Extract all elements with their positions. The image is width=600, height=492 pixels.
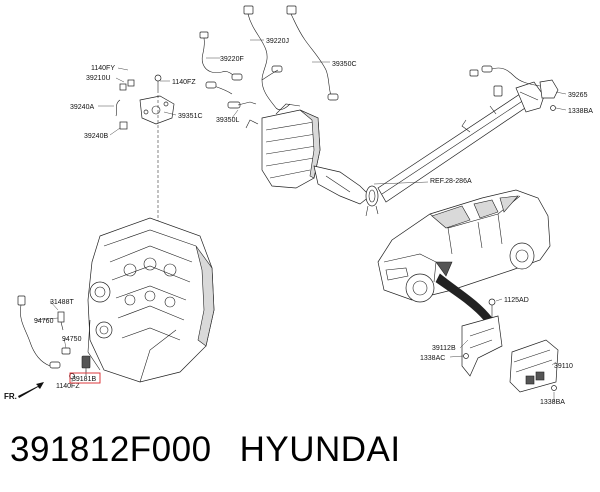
callout-39112B: 39112B [432,345,456,352]
callout-39220J: 39220J [266,38,289,45]
callout-1125AD: 1125AD [504,297,529,304]
callout-94750: 94750 [62,336,82,343]
vehicle-illustration [377,189,551,321]
callout-94760: 94760 [34,318,54,325]
front-label: FR. [4,392,17,401]
callout-39181B: 39181B [72,376,96,383]
bracket-assembly [115,74,175,228]
callout-ref: REF.28-286A [430,178,472,185]
callout-39350C: 39350C [332,61,357,68]
callout-1140FZ-bottom: 1140FZ [56,383,80,390]
callout-39240B: 39240B [84,133,108,140]
brand-name: HYUNDAI [239,430,401,469]
front-arrow-icon [18,382,44,398]
callout-labels: 39220J 39220F 39350C 1140FY 39210U 1140F… [34,38,593,406]
leader-lines [35,39,567,402]
callout-31488T: 31488T [50,299,74,306]
engine-block [87,217,215,383]
callout-1338AC: 1338AC [420,355,445,362]
parts-diagram: 39220J 39220F 39350C 1140FY 39210U 1140F… [4,5,593,406]
ecu-assembly [461,298,559,393]
callout-39265: 39265 [568,92,588,99]
speed-sensor-wire [17,295,91,379]
exhaust-pipe [377,81,545,203]
oxygen-sensor-group-top [199,5,339,110]
callout-1338BA-top: 1338BA [568,108,593,115]
callout-1140FY: 1140FY [91,65,115,72]
callout-39210U: 39210U [86,75,111,82]
part-number: 391812F000 [10,430,212,469]
catalytic-converter [245,103,379,217]
callout-1338BA-bottom: 1338BA [540,399,565,406]
highlight-box [69,372,101,384]
callout-39110: 39110 [554,363,573,370]
callout-39350L: 39350L [216,117,239,124]
front-indicator: FR. [4,382,44,401]
callout-39351C: 39351C [178,113,203,120]
callout-1140FZ-top: 1140FZ [172,79,196,86]
part-caption: 391812F000 HYUNDAI [10,428,590,478]
sensor-39265-group [469,65,559,111]
callout-39220F: 39220F [220,56,244,63]
callout-39240A: 39240A [70,104,94,111]
